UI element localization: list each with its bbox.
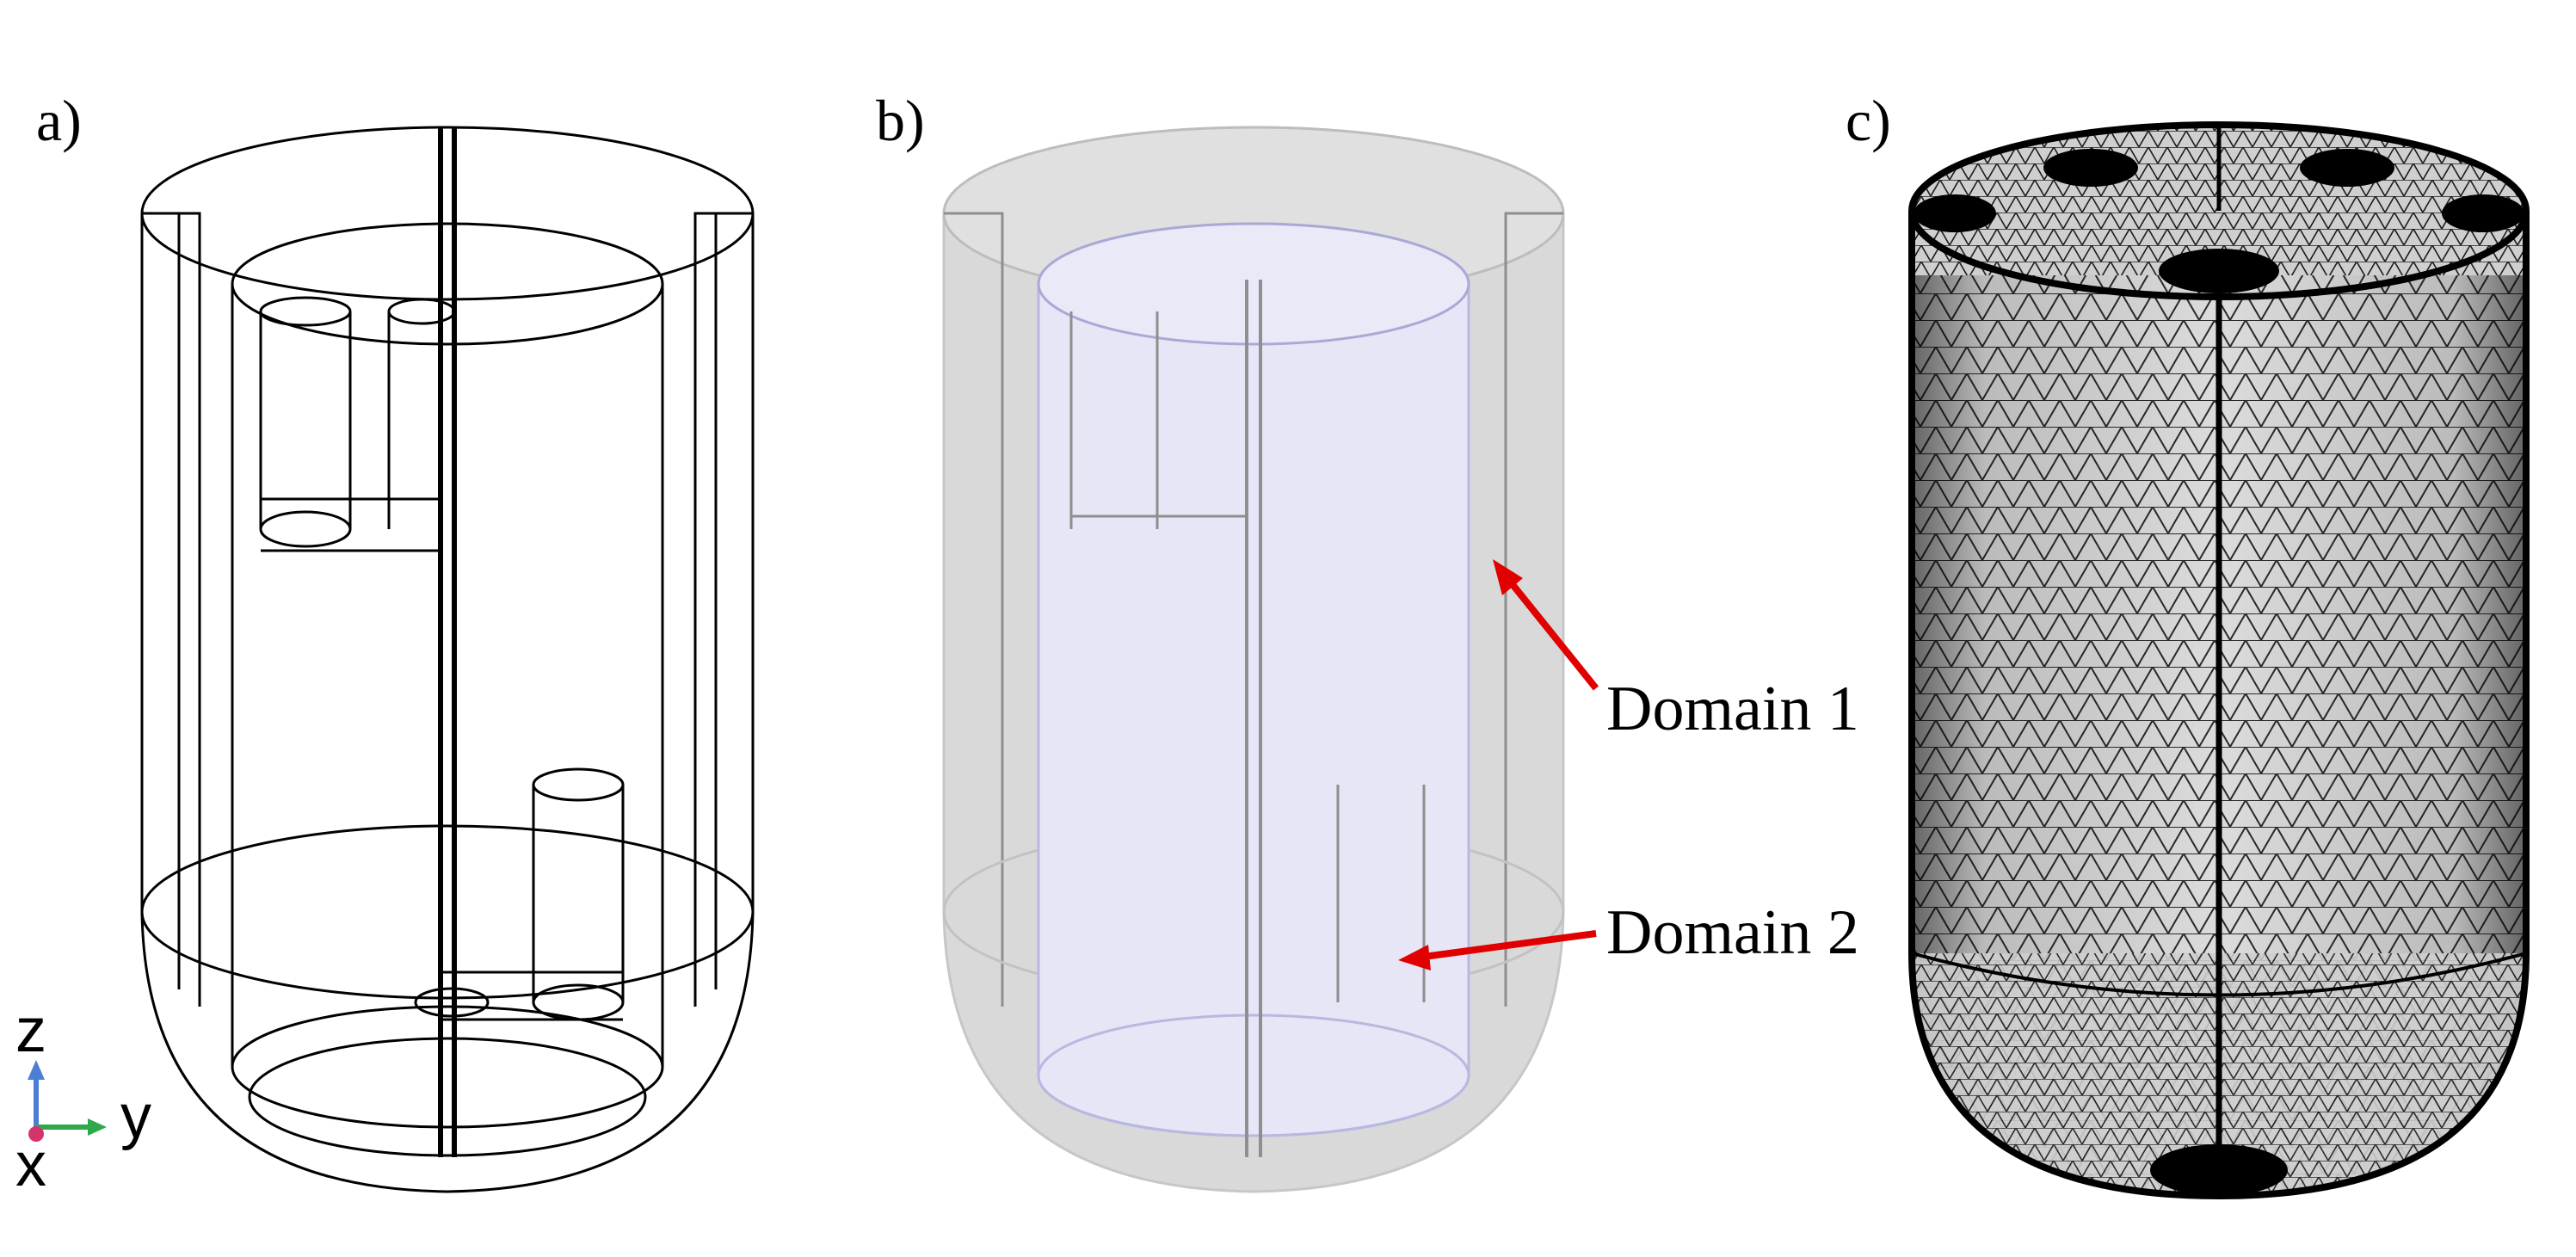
axis-triad: z y x xyxy=(15,996,151,1199)
x-axis-marker xyxy=(28,1126,44,1142)
domain1-label: Domain 1 xyxy=(1606,674,1859,744)
panel-c: c) xyxy=(1846,88,2530,1200)
vessel-wireframe xyxy=(140,126,755,1193)
panel-c-label: c) xyxy=(1846,88,1891,153)
y-axis-label: y xyxy=(120,1082,151,1151)
domain1-arrow xyxy=(1493,559,1599,691)
y-axis-arrowhead xyxy=(88,1118,107,1136)
panel-a-label: a) xyxy=(36,88,82,153)
domain2-arrow xyxy=(1398,930,1597,970)
panel-a: a) xyxy=(15,88,755,1199)
panel-b-label: b) xyxy=(876,88,925,153)
domain2-label: Domain 2 xyxy=(1606,897,1859,968)
panel-b: b) Domain 1 Domain 2 xyxy=(876,88,1859,1193)
z-axis-arrowhead xyxy=(28,1060,45,1080)
central-shaft xyxy=(1245,280,1262,1157)
x-axis-label: x xyxy=(15,1131,46,1199)
z-axis-label: z xyxy=(15,996,46,1065)
mesh-refinement-spots xyxy=(1914,149,2524,1196)
domain2-inner-cylinder xyxy=(1037,222,1470,1137)
